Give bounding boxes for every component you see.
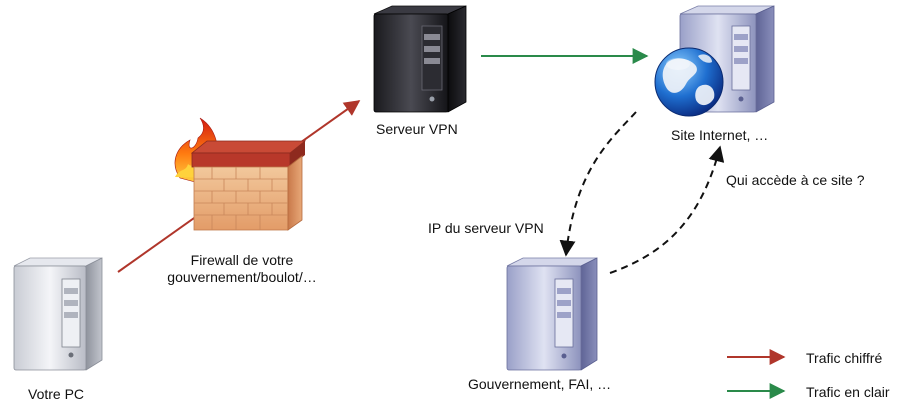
who-access-annotation: Qui accède à ce site ? [726, 172, 865, 188]
website-label: Site Internet, … [671, 127, 769, 143]
firewall-icon [174, 117, 307, 231]
globe-icon [654, 47, 724, 117]
pc-label: Votre PC [28, 386, 85, 402]
ip-vpn-annotation: IP du serveur VPN [428, 220, 544, 236]
firewall-label-line1: Firewall de votre [190, 252, 294, 268]
pc-tower-icon [13, 257, 103, 371]
dashed-link-gov-to-site [609, 145, 725, 274]
legend-encrypted-label: Trafic chiffré [806, 350, 883, 366]
government-isp-server-icon [506, 257, 598, 371]
firewall-label: Firewall de votre gouvernement/boulot/… [150, 252, 334, 286]
firewall-label-line2: gouvernement/boulot/… [167, 269, 317, 285]
government-isp-label: Gouvernement, FAI, … [468, 376, 612, 392]
dashed-link-site-to-gov [559, 111, 637, 257]
vpn-server-icon [373, 5, 467, 113]
vpn-server-label: Serveur VPN [376, 121, 458, 137]
legend-clear-label: Trafic en clair [806, 384, 890, 400]
